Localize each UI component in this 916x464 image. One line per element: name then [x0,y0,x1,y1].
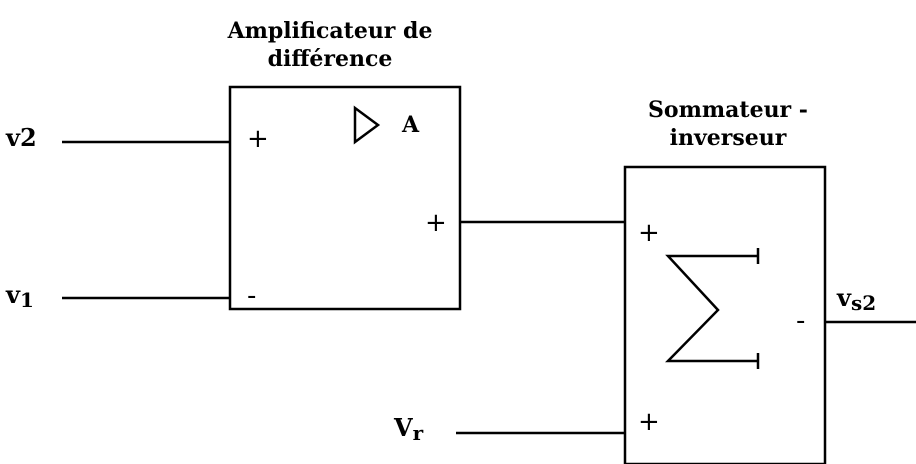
signal-vr-sub: r [412,421,424,445]
summer-block [623,165,827,464]
signal-vs2-sub: s2 [850,291,877,315]
signal-v2-sub: 2 [19,123,37,152]
diff-amp-block [228,85,462,311]
signal-vs2: vs2 [837,283,876,314]
summer-title: Sommateur - inverseur [618,99,838,149]
summer-title-line1: Sommateur - [648,97,808,123]
signal-v1-base: v [6,280,20,309]
summer-input2-sign: + [638,407,660,437]
signal-v1-sub: 1 [19,288,34,312]
amp-triangle-icon [353,105,381,145]
diff-amp-plus-sign: + [247,124,269,154]
diff-amp-output-sign: + [425,208,447,238]
diff-amp-minus-sign: - [247,281,257,311]
signal-v2: v2 [6,126,37,150]
signal-vs2-base: v [837,283,851,312]
diff-amp-title: Amplificateur de différence [205,20,455,70]
signal-vr-base: V [394,413,413,442]
signal-v1: v1 [6,280,34,311]
signal-vr: Vr [394,413,423,444]
sigma-icon [665,254,758,363]
summer-title-line2: inverseur [669,125,787,151]
summer-output-sign: - [796,306,806,336]
gain-label: A [402,112,420,138]
diff-amp-title-line1: Amplificateur de [227,18,433,44]
signal-v2-base: v [6,123,20,152]
summer-input1-sign: + [638,218,660,248]
diff-amp-title-line2: différence [267,46,393,72]
